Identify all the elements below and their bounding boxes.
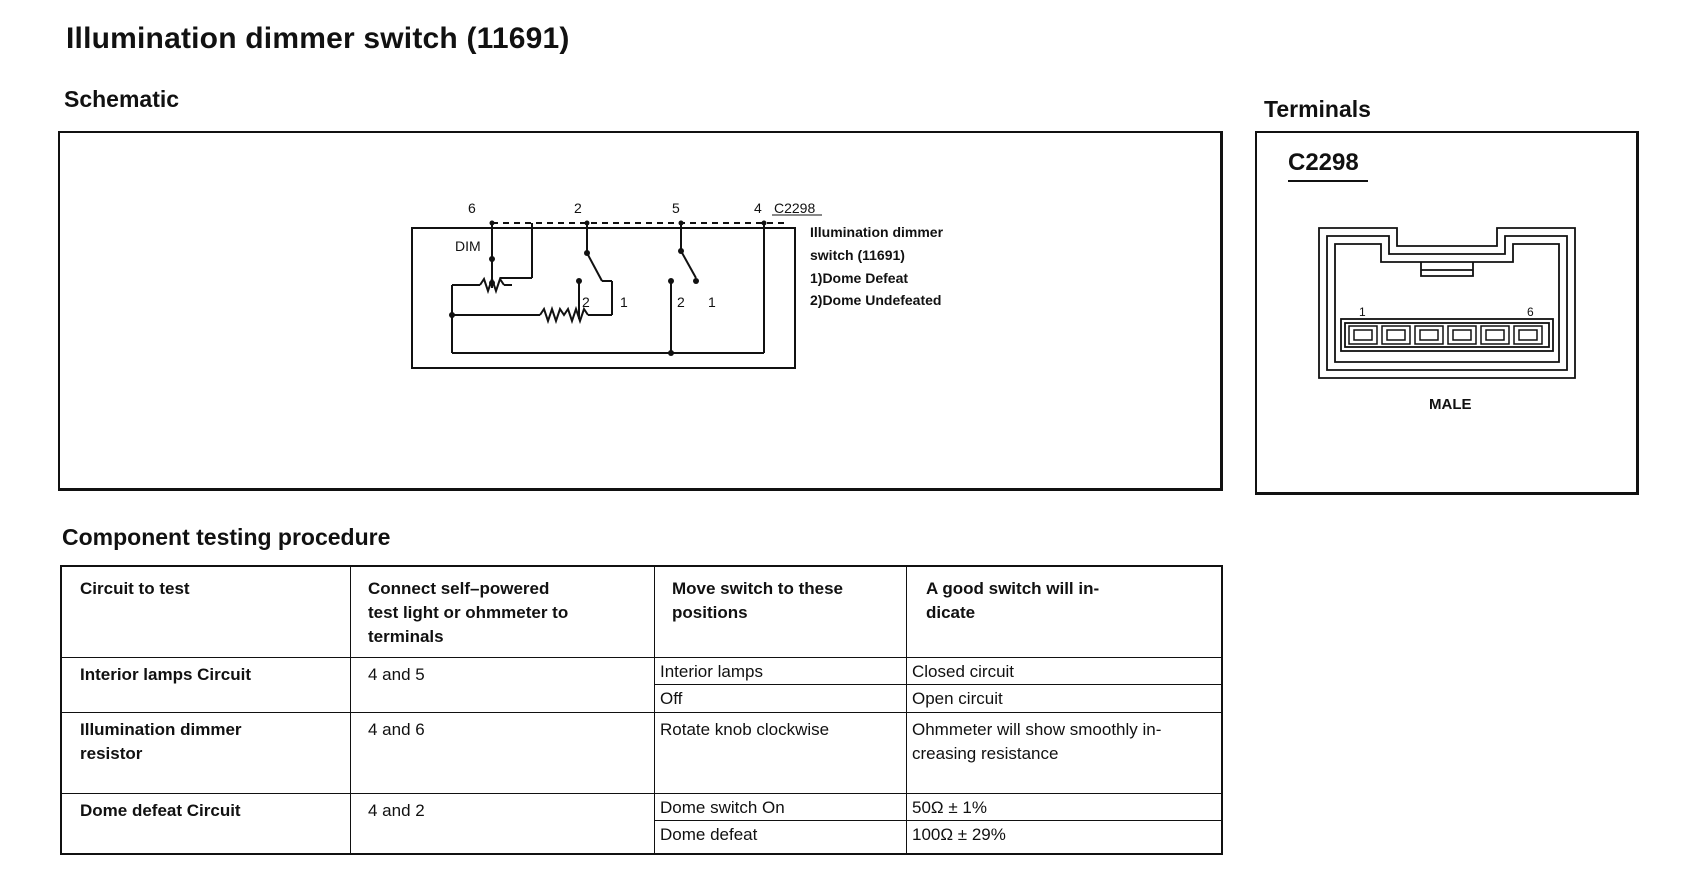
procedure-heading: Component testing procedure [62,524,391,550]
column-header-terminals: Connect self–powered test light or ohmme… [368,579,569,646]
legend-line-1: Illumination dimmer [810,224,944,240]
switch-b-pos2: 2 [677,294,685,310]
connector-label: C2298 [774,200,815,216]
table-row-position: Dome defeat [660,825,758,844]
terminals-heading: Terminals [1264,96,1371,122]
table-row-position: Rotate knob clockwise [660,720,830,739]
schematic-diagram: 6 2 5 4 C2298 DIM 2 1 2 1 Illumination d… [411,200,944,369]
pin-4-label: 4 [754,200,762,216]
table-row-result: Closed circuit [912,662,1015,681]
pin-cavities [1348,325,1543,345]
table-row-result: 50Ω ± 1% [912,798,987,817]
table-row-circuit: Illumination dimmer resistor [80,720,242,763]
pin-6-label: 6 [468,200,476,216]
procedure-table: Circuit to test Connect self–powered tes… [60,565,1223,855]
column-header-result: A good switch will in- dicate [926,579,1100,622]
schematic-heading: Schematic [64,86,180,112]
table-row-circuit: Interior lamps Circuit [80,665,251,684]
table-row-result: 100Ω ± 29% [912,825,1006,844]
switch-a-pos2: 2 [582,294,590,310]
pin-last-label: 6 [1527,305,1534,319]
table-row-circuit: Dome defeat Circuit [80,801,241,820]
column-header-positions: Move switch to these positions [672,579,843,622]
connector-diagram: C2298 1 6 MALE [1288,149,1576,413]
table-row-position: Interior lamps [660,662,763,681]
legend-line-2: switch (11691) [810,247,905,263]
table-row-result: Open circuit [912,689,1003,708]
switch-b-pos1: 1 [708,294,716,310]
legend-line-4: 2)Dome Undefeated [810,292,941,308]
terminals-panel: C2298 1 6 MALE [1255,131,1639,495]
switch-a-pos1: 1 [620,294,628,310]
pin-5-label: 5 [672,200,680,216]
pin-first-label: 1 [1359,305,1366,319]
schematic-panel: 6 2 5 4 C2298 DIM 2 1 2 1 Illumination d… [58,131,1223,491]
table-row-result: Ohmmeter will show smoothly in- creasing… [912,720,1162,763]
table-row-position: Off [660,689,683,708]
connector-id: C2298 [1288,149,1359,176]
table-row-terminals: 4 and 5 [368,665,425,684]
legend-line-3: 1)Dome Defeat [810,270,908,286]
table-row-terminals: 4 and 2 [368,801,425,820]
gender-label: MALE [1429,396,1472,413]
dim-label: DIM [455,238,481,254]
table-row-terminals: 4 and 6 [368,720,425,739]
page-title: Illumination dimmer switch (11691) [66,22,570,55]
table-row-position: Dome switch On [660,798,785,817]
pin-2-label: 2 [574,200,582,216]
column-header-circuit: Circuit to test [80,579,190,598]
